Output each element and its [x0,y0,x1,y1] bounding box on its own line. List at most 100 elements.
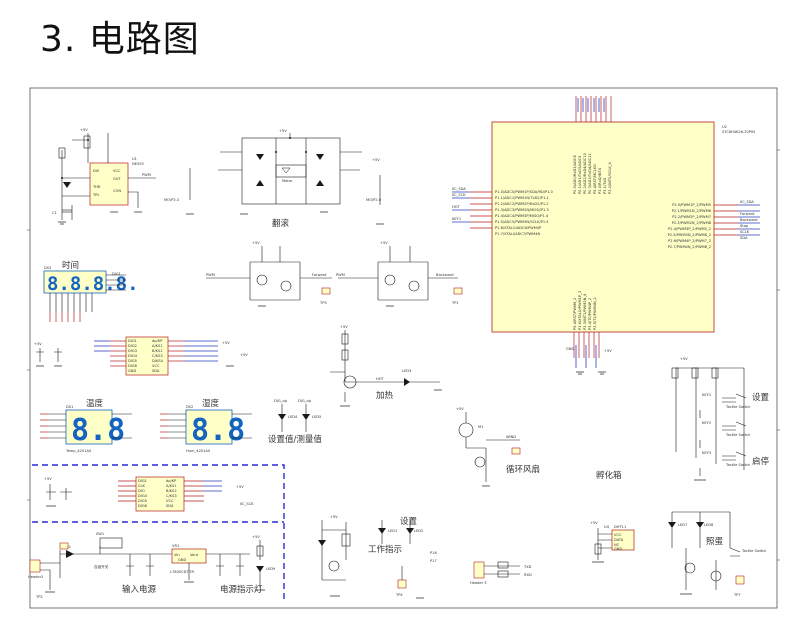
sw-label-2: Tactile Switch [725,433,750,437]
svg-text:MO/P2.0: MO/P2.0 [366,198,382,202]
svg-text:HOT: HOT [452,205,461,209]
section-input-power: 输入电源 [122,584,157,595]
svg-text:+5V: +5V [34,342,42,346]
mcu-net-0: IIC_SDA [740,200,754,204]
svg-text:dp/KP: dp/KP [152,339,163,343]
svg-text:DIO: DIO [138,489,145,493]
svg-text:IIC_SDA: IIC_SDA [452,187,466,191]
mcu-right-pin-6: P2.6/PWM4P_2/PWM7_2 [668,239,711,243]
svg-text:TRI: TRI [92,193,99,197]
svg-text:TP4: TP4 [395,593,403,597]
mcu-right-pin-0: P2.0/PWM1P_2/PWM5 [672,203,711,207]
svg-text:P3.1/TxD: P3.1/TxD [603,178,607,194]
buzzer-circuit: +5V [318,515,351,597]
svg-text:PWM: PWM [336,273,345,277]
svg-text:+5V: +5V [604,349,612,353]
section-fan: 循环风扇 [506,464,540,475]
svg-text:GND: GND [178,558,186,562]
timer-part: NE555 [132,162,144,166]
temperature-display: 温度 8.8 DS1 Temp_4201AS [40,398,132,453]
section-setting-small: 设置 [400,516,418,527]
svg-text:A/KS1: A/KS1 [166,484,177,488]
svg-text:TP1: TP1 [451,301,459,305]
power-led: LED9 +5V 电源指示灯 [220,535,276,595]
mcu-left-pin-4: P1.4/ADC4/PWM3P/MISO/P1.4 [495,214,549,218]
svg-text:VCC: VCC [152,364,160,368]
mcu-right-pin-3: P2.3/PWM2N_2/PWM8 [672,221,712,225]
mcu-net-1: Forward [740,212,754,216]
p16-net: P16 [430,551,437,555]
pwm-drivers: PWM Forward TP3 PWM Backward TP1 +5V+5V [206,241,463,307]
mcu-part: STC8H4K26-32PIN [722,130,755,134]
svg-text:P5.4/RST/MCLKO: P5.4/RST/MCLKO [593,164,597,194]
svg-text:DIG6: DIG6 [128,364,138,368]
timer-pwm-label: PWM [142,173,151,177]
svg-text:DIS: DIS [93,169,100,173]
mcu-left-pin-5: P1.5/ADC5/PWM3N/SCLK/P1.5 [495,220,549,224]
mcu-left-pin-6: P1.6/XTALO/ADC6/PWM4P [495,226,542,230]
svg-text:+5V: +5V [340,325,348,329]
mcu-ref: U2 [722,125,727,129]
svg-text:IIC_SCK: IIC_SCK [240,502,254,506]
section-time: 时间 [62,260,79,271]
svg-text:DIG_dp: DIG_dp [298,399,312,403]
svg-text:M1: M1 [478,425,483,429]
svg-text:KEY2: KEY2 [702,421,711,425]
section-setting: 设置 [752,392,770,403]
sw-label-4: Tactile Switch [741,549,766,553]
mcu-chip: U2 STC8H4K26-32PIN P0.0/AD0/RxD3/ADC8 P0… [452,96,760,368]
mcu-net-4: SCLK [740,230,750,234]
svg-text:P3.3/INT1/PWM2N_4: P3.3/INT1/PWM2N_4 [583,293,587,330]
svg-text:+5V: +5V [456,407,464,411]
section-incubator: 孵化箱 [596,470,622,481]
svg-text:P0.0/AD0/RxD3/ADC8: P0.0/AD0/RxD3/ADC8 [573,155,577,194]
svg-text:P3.4/T0/PWM4P_2: P3.4/T0/PWM4P_2 [588,298,592,330]
mcu-right-pin-5: P2.5/PWM3N_2/PWM6_2 [668,233,711,237]
section-start: 启停 [752,456,770,467]
svg-text:P1.6/XTALO/PWM1P_3: P1.6/XTALO/PWM1P_3 [578,291,582,330]
svg-text:LED5: LED5 [312,415,321,419]
svg-text:C/KS3: C/KS3 [152,354,163,358]
mcu-left-pin-1: P1.1/ADC1/PWM1N/TxD2/P1.1 [495,196,549,200]
svg-text:P3.5/T1/PWM4N_2: P3.5/T1/PWM4N_2 [593,297,597,330]
svg-text:+5V: +5V [236,485,244,489]
svg-text:+5V: +5V [330,515,338,519]
svg-text:LED3: LED3 [402,369,411,373]
svg-text:C/KS3: C/KS3 [166,494,177,498]
svg-text:KEY1: KEY1 [452,217,461,221]
svg-text:P3.0/RxD/INT4: P3.0/RxD/INT4 [598,167,602,194]
svg-text:+5V: +5V [680,357,688,361]
svg-text:GND: GND [566,347,574,351]
svg-text:Header 3: Header 3 [470,581,487,585]
svg-text:SW1: SW1 [96,532,104,536]
backward-net: Backward [436,273,454,277]
section-heat: 加热 [376,390,394,401]
svg-text:B/KS2: B/KS2 [166,489,177,493]
section-set-measure: 设置值/测量值 [268,434,322,445]
svg-text:SDA: SDA [152,369,160,373]
mcu-net-3: Stop [740,224,749,228]
svg-text:MO/P3.3: MO/P3.3 [164,198,179,202]
svg-text:LED4: LED4 [288,415,298,419]
section-temperature: 温度 [86,398,104,409]
hum-ref: DS2 [186,405,193,409]
timer-ref: U1 [132,157,137,161]
section-work-indicator: 工作指示 [368,544,402,555]
svg-text:+5V: +5V [252,241,260,245]
svg-text:DS3: DS3 [44,266,51,270]
svg-text:DIG6: DIG6 [138,504,148,508]
svg-text:VCC: VCC [614,533,622,537]
fan-circuit: M1 +5V WIND 循环风扇 [456,407,540,487]
svg-text:DIG5: DIG5 [138,499,147,503]
mcu-net-2: Backward [740,218,758,222]
motor-vcc2: +5V [372,158,380,162]
mcu-net-5: SDA [740,236,748,240]
svg-text:TXD: TXD [523,565,532,569]
key-buttons: +5V Tactile Switch Tactile Switch Tactil… [671,357,770,481]
